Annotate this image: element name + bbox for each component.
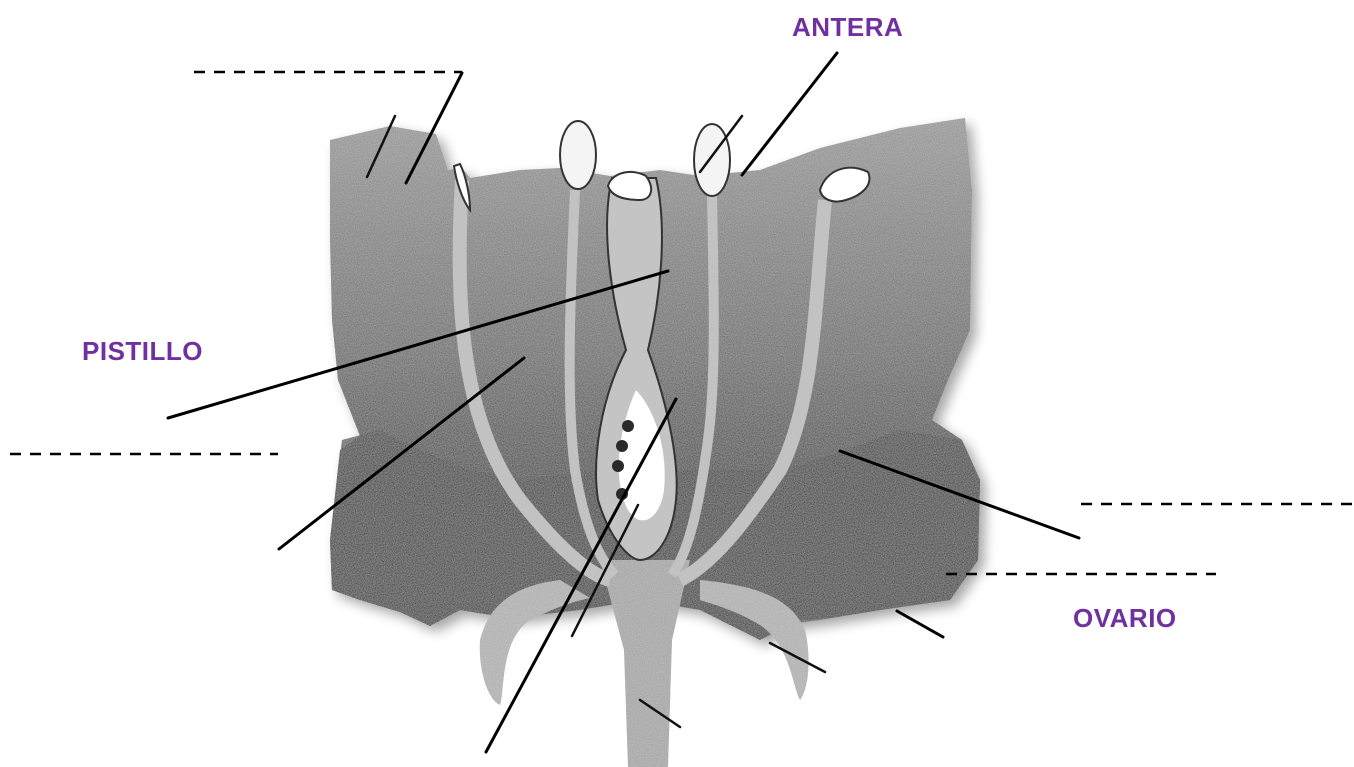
- stem: [600, 560, 690, 767]
- label-antera: ANTERA: [792, 12, 903, 43]
- label-ovario: OVARIO: [1073, 603, 1177, 634]
- pointer-line-ovario: [897, 611, 943, 637]
- anther-left: [560, 121, 596, 189]
- anther-right: [694, 124, 730, 196]
- label-pistillo: PISTILLO: [82, 336, 203, 367]
